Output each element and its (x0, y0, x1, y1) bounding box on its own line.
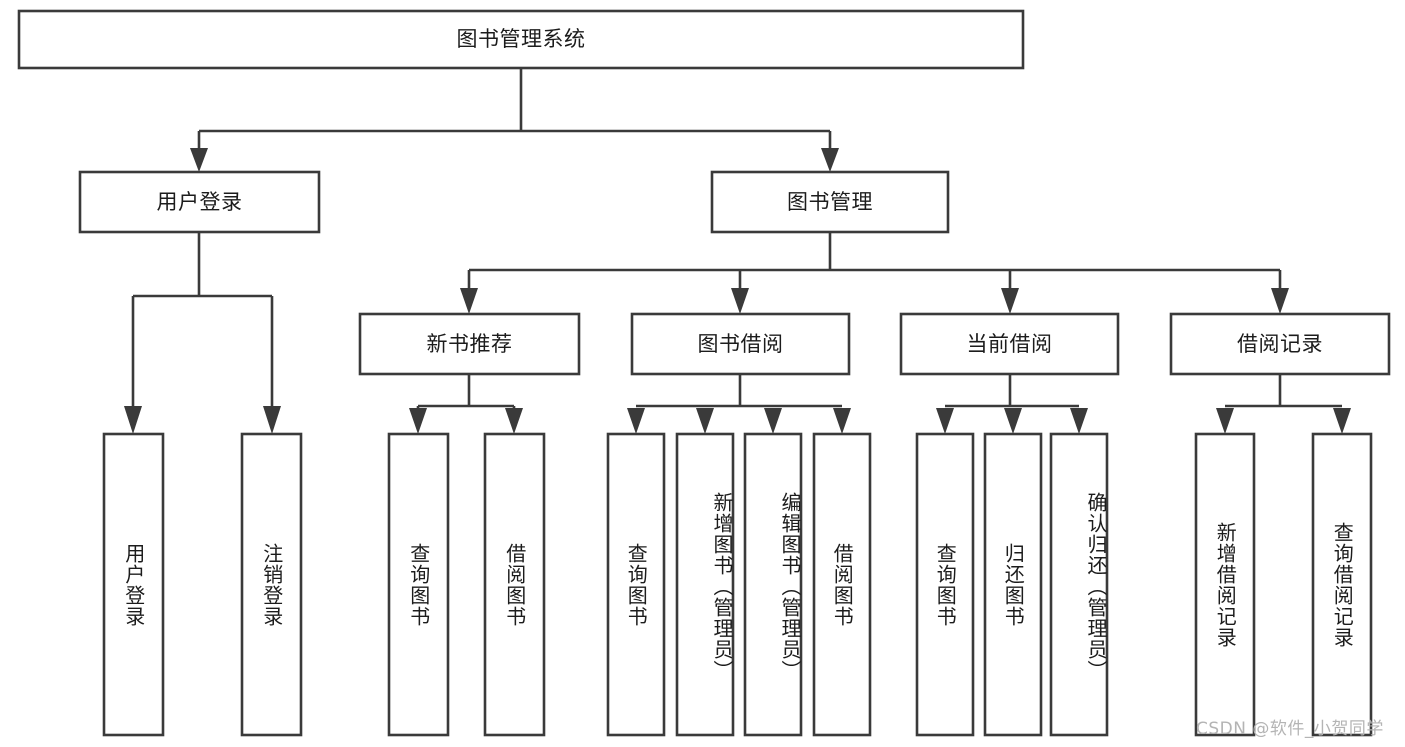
node-box-leaf-logout-login[interactable] (240, 432, 303, 737)
node-box-current-borrow[interactable] (899, 312, 1120, 376)
node-box-leaf-add-record[interactable] (1194, 432, 1256, 737)
arrow-head-current-borrow (1001, 288, 1019, 314)
arrow-head-leaf-confirm-return (1070, 408, 1088, 434)
arrow-head-leaf-borrow-book-1 (505, 408, 523, 434)
arrow-head-leaf-edit-book (764, 408, 782, 434)
node-box-leaf-user-login[interactable] (102, 432, 165, 737)
node-box-borrow-record[interactable] (1169, 312, 1391, 376)
node-box-leaf-query-book-3[interactable] (915, 432, 975, 737)
node-box-root[interactable] (17, 9, 1025, 70)
arrow-head-leaf-query-book-1 (409, 408, 427, 434)
node-box-leaf-borrow-book-1[interactable] (483, 432, 546, 737)
arrow-head-leaf-logout-login (263, 406, 281, 434)
node-box-leaf-borrow-book-2[interactable] (812, 432, 872, 737)
node-box-leaf-query-book-1[interactable] (387, 432, 450, 737)
arrow-head-leaf-add-record (1216, 408, 1234, 434)
node-box-leaf-add-book[interactable] (675, 432, 735, 737)
arrow-head-leaf-borrow-book-2 (833, 408, 851, 434)
node-box-new-book-recommend[interactable] (358, 312, 581, 376)
node-box-leaf-query-record[interactable] (1311, 432, 1373, 737)
arrow-head-leaf-query-record (1333, 408, 1351, 434)
arrow-head-leaf-user-login (124, 406, 142, 434)
node-box-leaf-confirm-return[interactable] (1049, 432, 1109, 737)
arrow-head-leaf-query-book-3 (936, 408, 954, 434)
node-box-user-login[interactable] (78, 170, 321, 234)
arrow-head-leaf-query-book-2 (627, 408, 645, 434)
arrow-head-leaf-add-book (696, 408, 714, 434)
arrow-head-leaf-return-book (1004, 408, 1022, 434)
node-box-leaf-edit-book[interactable] (743, 432, 803, 737)
arrow-head-book-borrow (731, 288, 749, 314)
arrow-head-new-book-recommend (460, 288, 478, 314)
node-box-book-manage[interactable] (710, 170, 950, 234)
arrow-head-borrow-record (1271, 288, 1289, 314)
arrow-head-user-login (190, 148, 208, 172)
arrow-head-book-manage (821, 148, 839, 172)
node-box-leaf-return-book[interactable] (983, 432, 1043, 737)
node-box-leaf-query-book-2[interactable] (606, 432, 666, 737)
node-box-book-borrow[interactable] (630, 312, 851, 376)
